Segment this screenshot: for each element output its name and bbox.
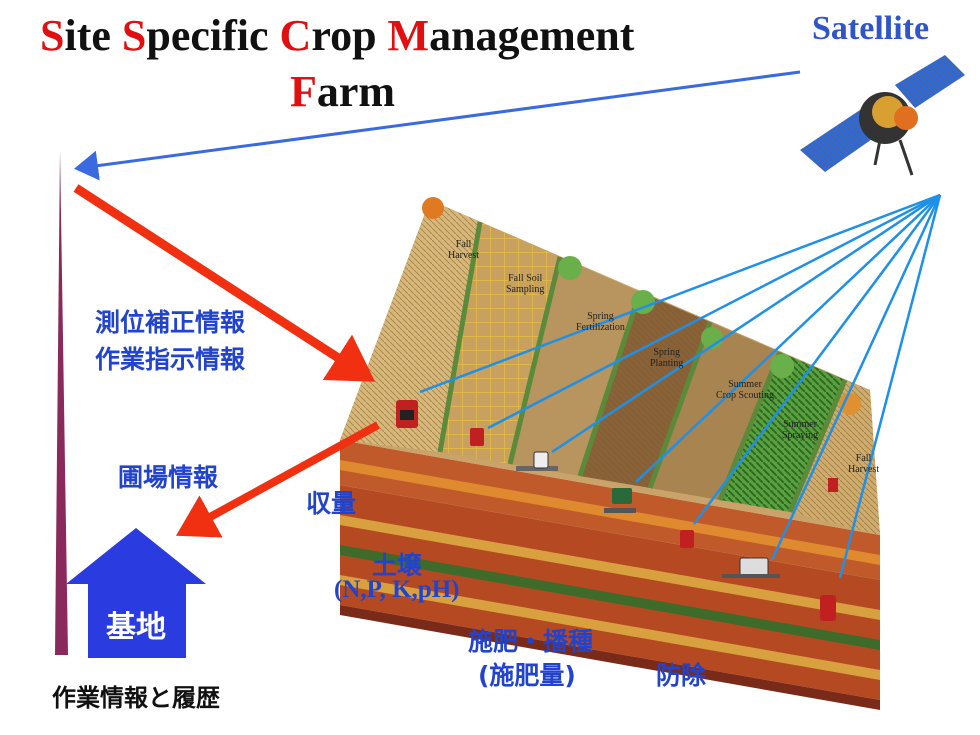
trees bbox=[422, 197, 861, 415]
label-work-instruction-info: 作業指示情報 bbox=[95, 345, 246, 374]
label-field-info: 圃場情報 bbox=[118, 463, 219, 492]
label-fertilize-seed: 施肥・播種 bbox=[468, 627, 594, 656]
label-fertilizer-amount: (施肥量) bbox=[478, 661, 576, 690]
satellite-link-lines bbox=[419, 193, 942, 579]
label-work-info-history: 作業情報と履歴 bbox=[52, 684, 220, 712]
field-info-arrow bbox=[175, 421, 380, 538]
field-soil-layers bbox=[340, 440, 880, 710]
title-line-2: Farm bbox=[290, 67, 396, 116]
correction-arrow bbox=[73, 184, 376, 382]
satellite-label: Satellite bbox=[812, 10, 930, 47]
label-pest-control: 防除 bbox=[656, 661, 707, 690]
title-word-site: Site bbox=[40, 11, 122, 60]
title-word-crop: Crop bbox=[279, 11, 388, 60]
base-house-icon bbox=[66, 528, 206, 658]
satellite-downlink-arrow bbox=[74, 70, 801, 181]
timeline-bar bbox=[55, 150, 68, 655]
satellite-illustration bbox=[800, 55, 965, 176]
title-word-management: Management bbox=[387, 11, 635, 60]
label-soil-nutrients: (N,P, K,pH) bbox=[334, 576, 460, 603]
farm-equipment bbox=[396, 400, 838, 621]
label-yield: 収量 bbox=[306, 489, 357, 518]
field-strips bbox=[340, 200, 880, 535]
label-soil: 土壌 bbox=[372, 551, 423, 580]
title-line-1: Site Specific Crop Management bbox=[40, 14, 634, 58]
label-base: 基地 bbox=[106, 610, 166, 645]
title-word-specific: Specific bbox=[121, 11, 280, 60]
label-correction-info: 測位補正情報 bbox=[95, 308, 246, 337]
